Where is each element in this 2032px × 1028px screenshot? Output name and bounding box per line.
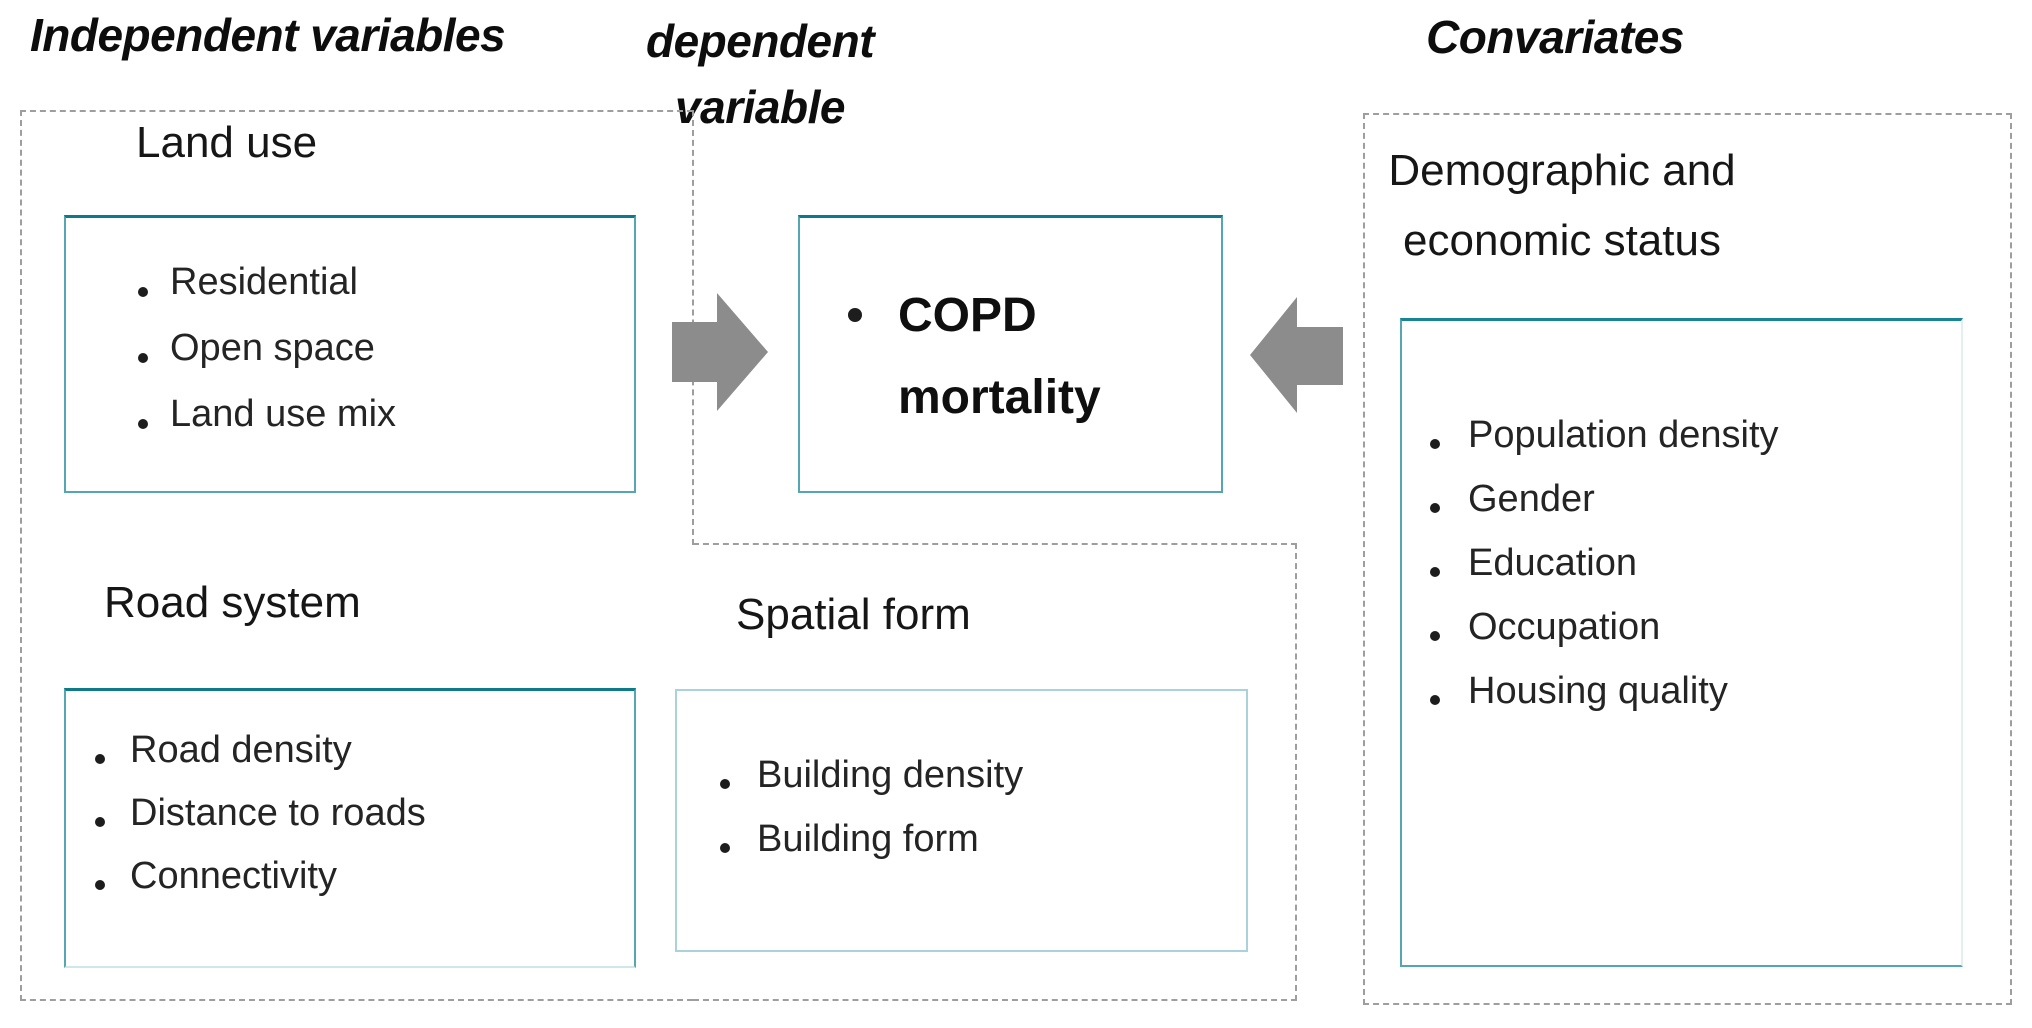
list-item-label: Education — [1468, 542, 1638, 584]
list-item-label: Gender — [1468, 478, 1595, 520]
list-item: Distance to roads — [95, 792, 426, 855]
list-item: Gender — [1430, 478, 1779, 542]
land-use-list: Residential Open space Land use mix — [138, 261, 396, 459]
bullet-icon — [95, 817, 105, 827]
copd-mortality-label: COPD mortality — [898, 289, 1101, 424]
list-item-label: Population density — [1468, 414, 1779, 456]
list-item-label: Building form — [757, 818, 979, 860]
list-item-label: Land use mix — [170, 393, 397, 435]
column-header-independent-variables: Independent variables — [30, 9, 506, 61]
list-item: Land use mix — [138, 393, 396, 459]
spatial-form-dashed-region — [693, 543, 1297, 1001]
list-item: Open space — [138, 327, 396, 393]
copd-mortality-box — [798, 215, 1223, 493]
copd-mortality-item: COPD mortality — [848, 275, 1158, 439]
arrow-left-icon — [1250, 297, 1343, 413]
bullet-icon — [1430, 695, 1440, 705]
dashed-divider-vertical — [692, 110, 694, 545]
spatial-form-box — [675, 689, 1248, 952]
list-item-label: Occupation — [1468, 606, 1661, 648]
road-system-box — [64, 688, 636, 968]
list-item: Building form — [720, 818, 1023, 882]
list-item-label: Open space — [170, 327, 375, 369]
list-item-label: Road density — [130, 729, 352, 771]
bullet-icon — [138, 287, 148, 297]
road-system-list: Road density Distance to roads Connectiv… — [95, 729, 426, 918]
bullet-icon — [848, 308, 862, 322]
demographic-title: Demographic and economic status — [1388, 146, 1736, 265]
list-item-label: Building density — [757, 754, 1024, 796]
covariates-dashed-region — [1363, 113, 2012, 1005]
bullet-icon — [1430, 503, 1440, 513]
demographic-list: Population density Gender Education Occu… — [1430, 414, 1779, 734]
list-item: Residential — [138, 261, 396, 327]
bullet-icon — [95, 880, 105, 890]
list-item: Occupation — [1430, 606, 1779, 670]
independent-variables-dashed-region — [20, 110, 693, 1001]
list-item-label: Residential — [170, 261, 358, 303]
list-item: Road density — [95, 729, 426, 792]
bullet-icon — [1430, 567, 1440, 577]
land-use-box — [64, 215, 636, 493]
land-use-title: Land use — [136, 118, 318, 167]
list-item: Population density — [1430, 414, 1779, 478]
list-item-label: Housing quality — [1468, 670, 1728, 712]
demographic-box — [1400, 318, 1963, 967]
list-item: Connectivity — [95, 855, 426, 918]
bullet-icon — [138, 353, 148, 363]
list-item-label: Distance to roads — [130, 792, 426, 834]
bullet-icon — [95, 754, 105, 764]
bullet-icon — [1430, 631, 1440, 641]
list-item: Housing quality — [1430, 670, 1779, 734]
bullet-icon — [138, 419, 148, 429]
list-item: Building density — [720, 754, 1023, 818]
column-header-dependent-variable: dependent variable — [645, 15, 875, 133]
bullet-icon — [1430, 439, 1440, 449]
list-item-label: Connectivity — [130, 855, 337, 897]
bullet-icon — [720, 843, 730, 853]
list-item: Education — [1430, 542, 1779, 606]
road-system-title: Road system — [104, 578, 361, 627]
spatial-form-list: Building density Building form — [720, 754, 1023, 882]
bullet-icon — [720, 779, 730, 789]
spatial-form-title: Spatial form — [736, 590, 971, 639]
column-header-covariates: Convariates — [1426, 11, 1684, 63]
